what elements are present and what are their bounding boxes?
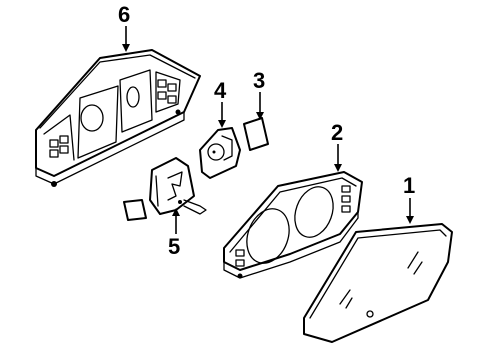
callout-5: 5 [168, 234, 181, 259]
small-lens-5-part [123, 199, 147, 221]
cluster-housing-part [35, 49, 201, 187]
gauge-board-part [149, 157, 207, 215]
callout-2: 2 [331, 120, 344, 145]
gauge-plate-part [199, 127, 241, 179]
callout-6: 6 [118, 2, 131, 27]
cluster-lens-part [303, 223, 453, 343]
leader-lines [122, 26, 414, 234]
small-lens-3-part [243, 117, 269, 151]
cluster-bezel-part [223, 171, 363, 279]
callout-1: 1 [403, 173, 416, 198]
callout-3: 3 [253, 68, 266, 93]
callout-4: 4 [214, 78, 227, 103]
